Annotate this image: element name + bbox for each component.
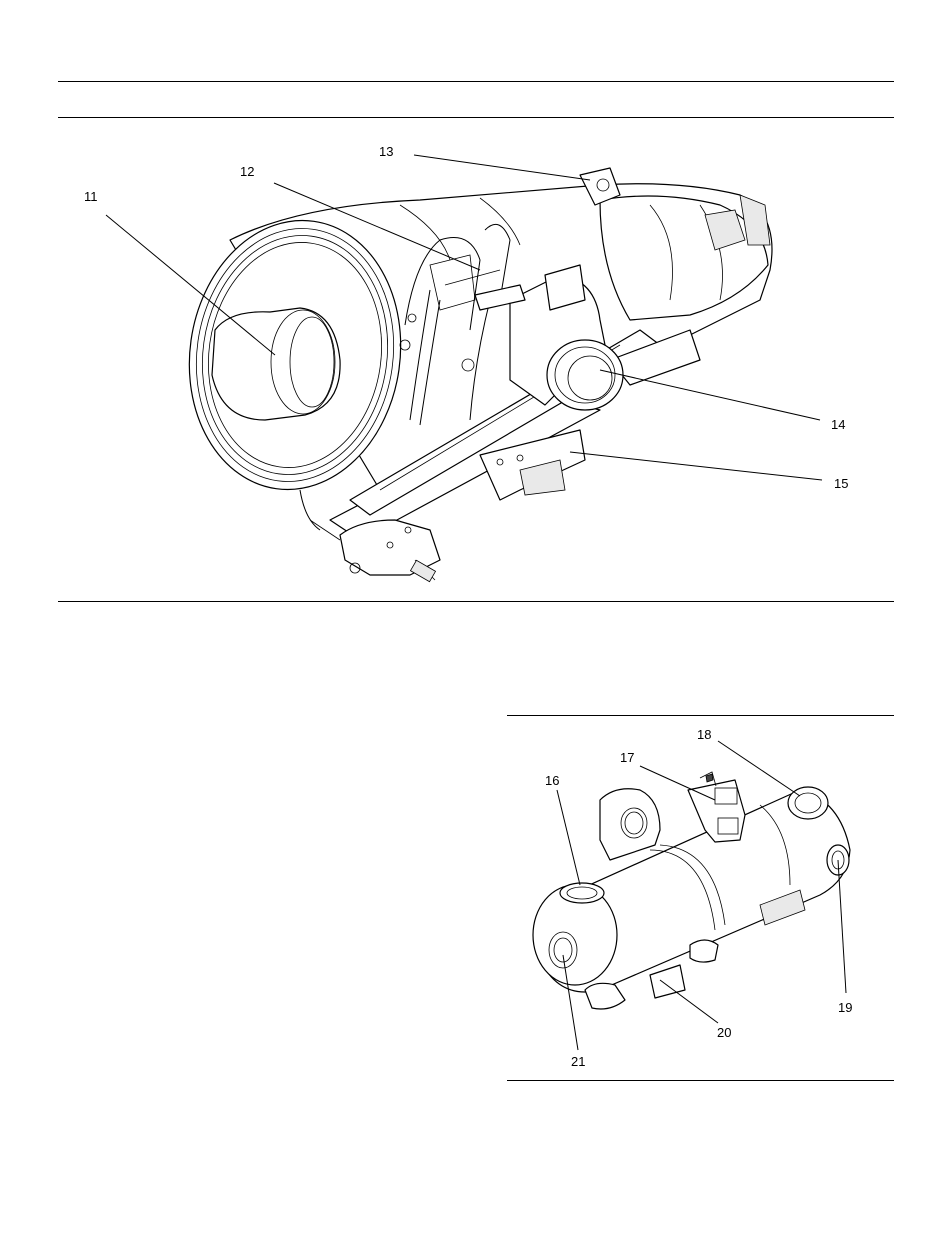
- callout-17: 17: [620, 750, 634, 765]
- callout-20: 20: [717, 1025, 731, 1040]
- callout-14: 14: [831, 417, 845, 432]
- callout-12: 12: [240, 164, 254, 179]
- figure-bottom-drawing: 16 17 18 19 20 21: [507, 716, 894, 1079]
- callout-16: 16: [545, 773, 559, 788]
- electrical-connector: [688, 780, 745, 842]
- leader-16: [557, 790, 580, 885]
- figure-bottom-bottom-rule: [507, 1080, 894, 1081]
- leader-14: [600, 370, 820, 420]
- bottom-port: [650, 965, 685, 998]
- leader-15: [570, 452, 822, 480]
- leader-20: [660, 980, 718, 1023]
- figure-top: 11 12 13 14 15: [0, 118, 950, 600]
- callout-18: 18: [697, 727, 711, 742]
- leader-13: [414, 155, 590, 180]
- callout-15: 15: [834, 476, 848, 491]
- figure-top-bottom-rule: [58, 601, 894, 602]
- callout-19: 19: [838, 1000, 852, 1015]
- figure-top-drawing: 11 12 13 14 15: [0, 118, 950, 600]
- mounting-ear: [600, 789, 660, 860]
- callout-21: 21: [571, 1054, 585, 1069]
- leader-19: [838, 860, 846, 993]
- callout-13: 13: [379, 144, 393, 159]
- header-rule-top: [58, 81, 894, 82]
- callout-11: 11: [84, 189, 98, 204]
- figure-bottom: 16 17 18 19 20 21: [507, 716, 894, 1079]
- leader-17: [640, 766, 715, 800]
